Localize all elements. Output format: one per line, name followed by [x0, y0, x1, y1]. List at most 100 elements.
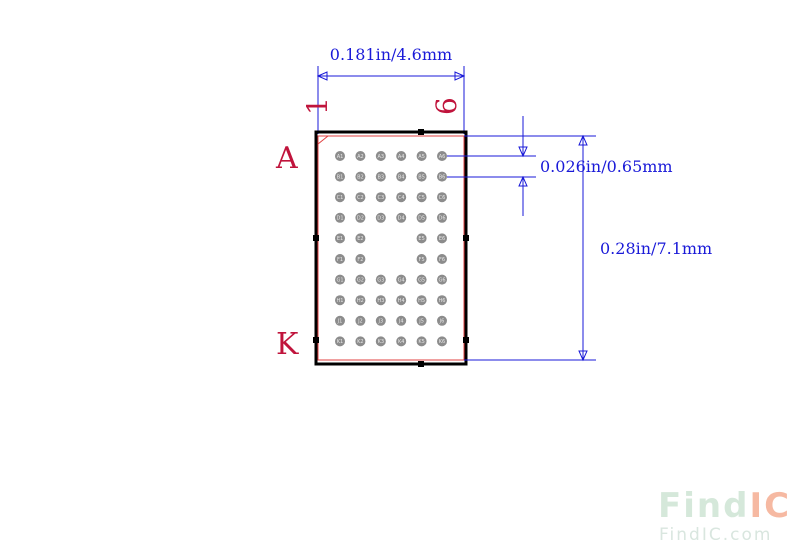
- ball-e1: [335, 233, 345, 244]
- ball-label-f5: F5: [419, 257, 425, 263]
- ball-label-h2: H2: [357, 298, 364, 304]
- row-marker-last: K: [276, 327, 299, 362]
- ball-label-d3: D3: [377, 216, 384, 222]
- pitch-arrow-bottom: [518, 175, 528, 187]
- ball-label-e1: E1: [337, 236, 343, 242]
- ball-label-a1: A1: [337, 154, 344, 160]
- ball-label-d1: D1: [336, 216, 343, 222]
- column-marker-last: 6: [430, 97, 463, 115]
- ball-label-b5: B5: [418, 174, 425, 180]
- ball-j6: [437, 315, 447, 326]
- ball-label-b4: B4: [398, 174, 405, 180]
- ball-label-g4: G4: [398, 277, 405, 283]
- ball-g3: [375, 274, 386, 285]
- ball-c5: [416, 192, 427, 203]
- ball-label-g1: G1: [336, 277, 343, 283]
- ball-b5: [416, 171, 427, 182]
- ball-k3: [375, 336, 386, 347]
- ball-h3: [375, 295, 386, 306]
- row-marker-first: A: [275, 141, 298, 176]
- ball-label-j3: J3: [377, 319, 383, 325]
- ball-label-c4: C4: [398, 195, 405, 201]
- ball-label-k1: K1: [337, 339, 343, 345]
- ball-j5: [416, 315, 427, 326]
- findic-watermark: FindIC FindIC.com: [658, 486, 791, 545]
- ball-e5: [416, 233, 427, 244]
- ball-label-j6: J6: [439, 319, 445, 325]
- ball-j3: [375, 315, 386, 326]
- width-dimension: 0.181in/4.6mm: [316, 45, 466, 134]
- outline-tick-top: [418, 129, 424, 135]
- width-label: 0.181in/4.6mm: [330, 45, 452, 64]
- ball-label-b2: B2: [357, 174, 364, 180]
- ball-label-f6: F6: [439, 257, 445, 263]
- height-arrow-bottom: [578, 350, 588, 362]
- ball-label-j4: J4: [398, 319, 404, 325]
- ball-h5: [416, 295, 427, 306]
- height-dimension: 0.28in/7.1mm: [464, 134, 712, 362]
- ball-label-a4: A4: [398, 154, 405, 160]
- ball-label-k6: K6: [439, 339, 445, 345]
- ball-c3: [375, 192, 386, 203]
- ball-label-g3: G3: [377, 277, 384, 283]
- column-marker-first: 1: [301, 97, 334, 115]
- ball-a1: [335, 151, 345, 161]
- ball-label-a5: A5: [418, 154, 425, 160]
- outline-tick-left-mid: [313, 235, 319, 241]
- ball-g2: [355, 274, 366, 285]
- ball-label-k2: K2: [357, 339, 363, 345]
- ball-h6: [437, 295, 447, 306]
- ball-e6: [437, 233, 447, 244]
- ball-d6: [437, 212, 447, 223]
- ball-k6: [437, 336, 447, 347]
- ball-b6: [437, 171, 447, 182]
- outline-tick-left-bottom: [313, 337, 319, 343]
- outline-tick-right-mid: [463, 235, 469, 241]
- ball-g6: [437, 274, 447, 285]
- width-arrow-left: [316, 71, 328, 81]
- ball-label-k3: K3: [378, 339, 384, 345]
- ball-label-b1: B1: [337, 174, 344, 180]
- ball-label-g5: G5: [418, 277, 425, 283]
- ball-k5: [416, 336, 427, 347]
- ball-f2: [355, 254, 366, 264]
- ball-j2: [355, 315, 366, 326]
- pitch-arrow-top: [518, 146, 528, 158]
- ball-f6: [437, 254, 447, 264]
- ball-label-d6: D6: [438, 216, 445, 222]
- ball-label-c1: C1: [337, 195, 344, 201]
- ball-a5: [416, 151, 427, 161]
- ball-label-a3: A3: [377, 154, 384, 160]
- ball-j1: [335, 315, 345, 326]
- ball-label-e6: E6: [439, 236, 445, 242]
- ball-d3: [375, 212, 386, 223]
- ball-b2: [355, 171, 366, 182]
- outline-tick-bottom: [418, 361, 424, 367]
- ball-d5: [416, 212, 427, 223]
- ball-b3: [375, 171, 386, 182]
- ball-label-c2: C2: [357, 195, 364, 201]
- ball-label-e2: E2: [357, 236, 363, 242]
- ball-h1: [335, 295, 345, 306]
- outline-tick-right-bottom: [463, 337, 469, 343]
- package-body: [314, 130, 468, 366]
- watermark-brand: FindIC: [658, 486, 791, 526]
- watermark-url: FindIC.com: [659, 525, 772, 545]
- ball-label-j2: J2: [357, 319, 363, 325]
- ball-label-h4: H4: [398, 298, 405, 304]
- width-arrow-right: [454, 71, 466, 81]
- ball-label-k4: K4: [398, 339, 404, 345]
- ball-d1: [335, 212, 345, 223]
- ball-label-k5: K5: [418, 339, 424, 345]
- ball-label-h6: H6: [439, 298, 446, 304]
- ball-b4: [396, 171, 407, 182]
- pitch-label: 0.026in/0.65mm: [540, 157, 673, 176]
- package-outline: [313, 129, 469, 367]
- ball-c1: [335, 192, 345, 203]
- ball-f1: [335, 254, 345, 264]
- ball-k1: [335, 336, 345, 347]
- ball-label-c6: C6: [439, 195, 446, 201]
- ball-label-j1: J1: [337, 319, 343, 325]
